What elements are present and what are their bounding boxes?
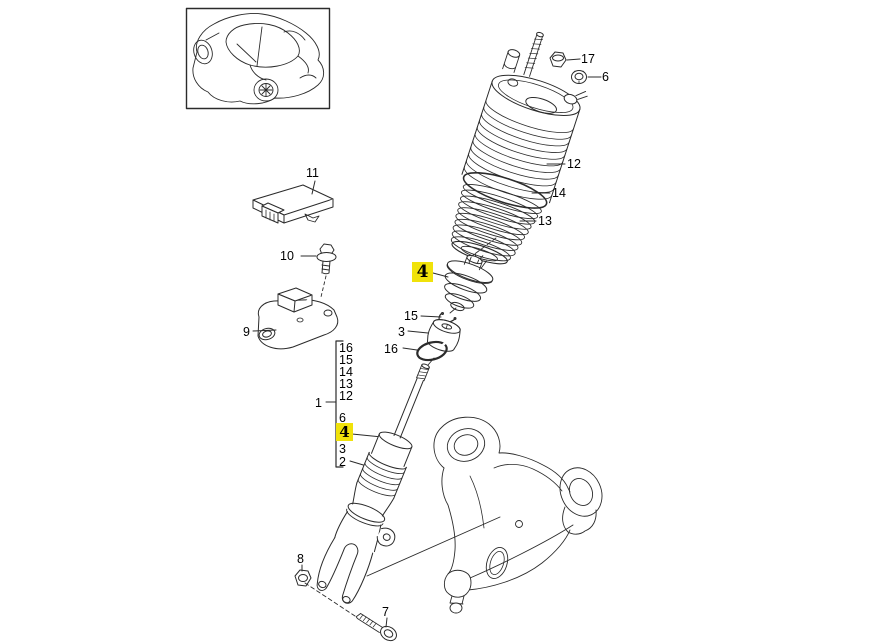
- callout-11[interactable]: 11: [306, 166, 319, 180]
- callout-10[interactable]: 10: [280, 249, 294, 263]
- callout-9[interactable]: 9: [243, 325, 250, 339]
- parts-list-item-14[interactable]: 14: [339, 365, 353, 379]
- support-mount-art: [427, 319, 461, 352]
- callout-14[interactable]: 14: [552, 186, 566, 200]
- callout-17[interactable]: 17: [581, 52, 595, 66]
- callout-15[interactable]: 15: [404, 309, 418, 323]
- nut-17-art: [549, 51, 567, 68]
- alignment-lines: [304, 237, 501, 617]
- control-arm-art: [433, 416, 603, 614]
- bump-stop-art: [439, 254, 494, 317]
- shock-absorber-art: [316, 363, 431, 604]
- bolt-7-art: [355, 613, 397, 642]
- parts-list-item-13[interactable]: 13: [339, 377, 353, 391]
- callout-7[interactable]: 7: [382, 605, 389, 619]
- callout-12[interactable]: 12: [567, 157, 581, 171]
- callout-4-bump-stop-highlighted[interactable]: 4: [412, 262, 433, 282]
- callout-13[interactable]: 13: [538, 214, 552, 228]
- sensor-bracket-art: [257, 287, 339, 350]
- callout-3[interactable]: 3: [398, 325, 405, 339]
- callout-6[interactable]: 6: [602, 70, 609, 84]
- parts-list-item-2[interactable]: 2: [339, 455, 346, 469]
- o-ring-art: [416, 340, 448, 362]
- air-spring-art: [450, 31, 588, 270]
- control-module-art: [252, 184, 334, 224]
- car-outline-icon: [192, 13, 325, 105]
- parts-list-item-16[interactable]: 16: [339, 341, 353, 355]
- parts-list-item-12[interactable]: 12: [339, 389, 353, 403]
- parts-list-item-3[interactable]: 3: [339, 442, 346, 456]
- vehicle-inset: [185, 7, 331, 110]
- parts-list-item-15[interactable]: 15: [339, 353, 353, 367]
- leader-lines: [252, 58, 602, 628]
- callout-8[interactable]: 8: [297, 552, 304, 566]
- nut-8-art: [294, 569, 312, 587]
- parts-list-item-4-highlighted[interactable]: 4: [336, 423, 353, 441]
- nut-6-art: [571, 70, 587, 84]
- callout-1-assembly-group[interactable]: 1: [315, 396, 322, 410]
- bolt-10-art: [316, 243, 337, 298]
- parts-list-item-6[interactable]: 6: [339, 411, 346, 425]
- callout-16[interactable]: 16: [384, 342, 398, 356]
